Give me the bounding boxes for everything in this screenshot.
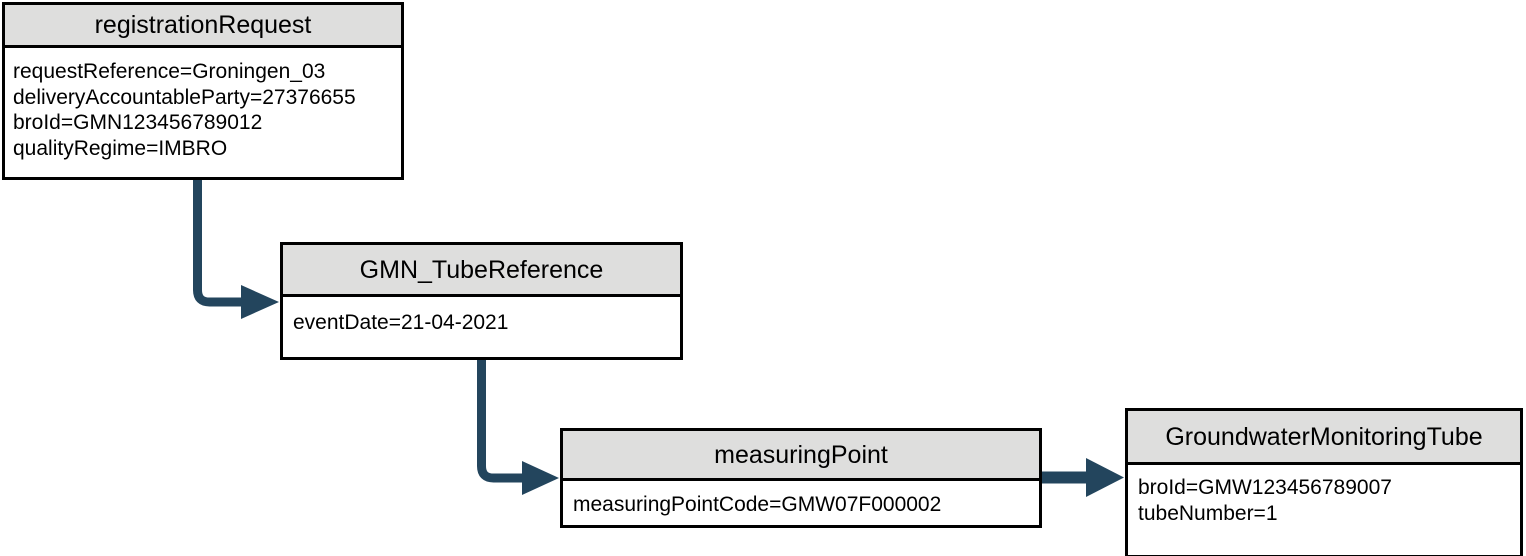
uml-node-gmn-tube-reference[interactable]: GMN_TubeReference eventDate=21-04-2021 (280, 242, 683, 360)
edge-3-arrowhead-icon (1086, 458, 1124, 497)
edge-1-line (193, 180, 245, 307)
edge-2-arrowhead-icon (522, 461, 559, 495)
uml-attribute: deliveryAccountableParty=27376655 (13, 85, 356, 109)
uml-node-title-gmn-tube-reference: GMN_TubeReference (283, 245, 680, 297)
edge-1-arrowhead-icon (241, 285, 279, 319)
uml-node-attributes-groundwater-monitoring-tube: broId=GMW123456789007 tubeNumber=1 (1128, 465, 1520, 526)
uml-node-attributes-registration-request: requestReference=Groningen_03 deliveryAc… (5, 48, 401, 161)
uml-node-groundwater-monitoring-tube[interactable]: GroundwaterMonitoringTube broId=GMW12345… (1125, 408, 1523, 556)
uml-node-attributes-gmn-tube-reference: eventDate=21-04-2021 (283, 297, 680, 336)
edge-registration-request-to-gmn-tube-reference (193, 180, 279, 319)
edge-2-line (477, 360, 526, 483)
edge-measuring-point-to-groundwater-monitoring-tube (1042, 458, 1124, 497)
uml-attribute: requestReference=Groningen_03 (13, 60, 326, 83)
uml-node-measuring-point[interactable]: measuringPoint measuringPointCode=GMW07F… (560, 428, 1042, 528)
uml-node-title-measuring-point: measuringPoint (563, 431, 1039, 481)
uml-node-registration-request[interactable]: registrationRequest requestReference=Gro… (2, 2, 404, 180)
edge-gmn-tube-reference-to-measuring-point (477, 360, 559, 495)
uml-attribute: qualityRegime=IMBRO (13, 136, 228, 160)
uml-attribute: broId=GMN123456789012 (13, 111, 263, 134)
uml-attribute: measuringPointCode=GMW07F000002 (573, 493, 942, 516)
uml-attribute: broId=GMW123456789007 (1138, 476, 1392, 499)
uml-attribute: tubeNumber=1 (1138, 501, 1278, 525)
uml-node-title-groundwater-monitoring-tube: GroundwaterMonitoringTube (1128, 411, 1520, 465)
uml-node-title-registration-request: registrationRequest (5, 5, 401, 48)
uml-attribute: eventDate=21-04-2021 (293, 311, 509, 334)
uml-node-attributes-measuring-point: measuringPointCode=GMW07F000002 (563, 481, 1039, 518)
